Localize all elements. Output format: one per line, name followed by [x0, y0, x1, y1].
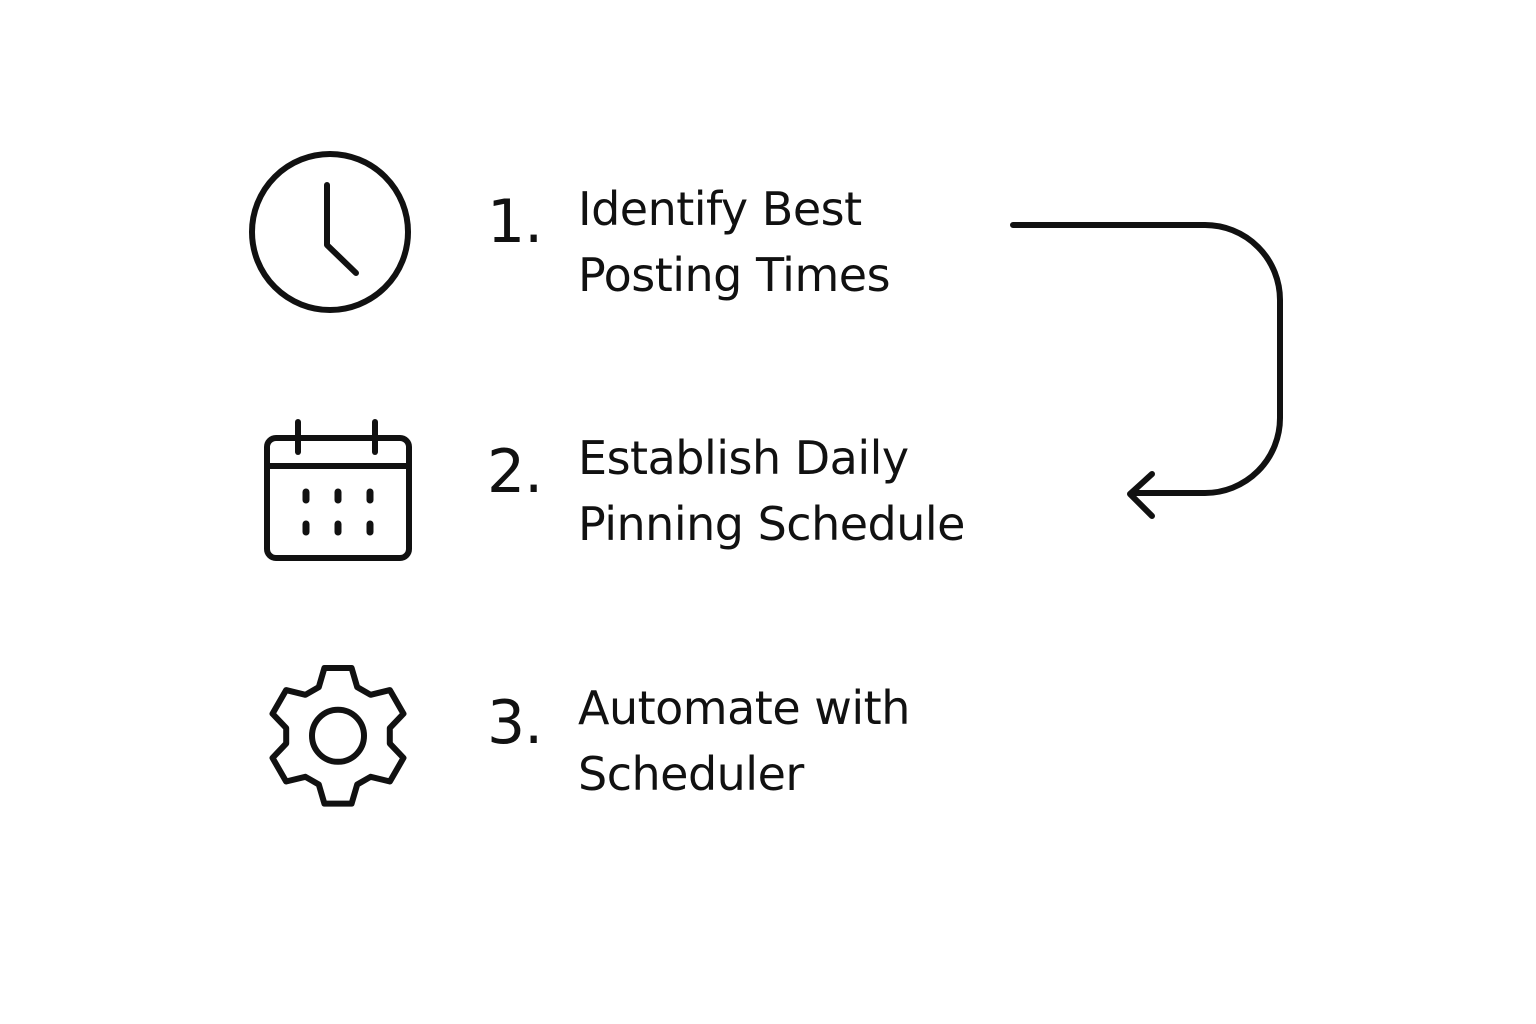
step-2-number: 2. — [487, 437, 543, 507]
step-1-number: 1. — [487, 187, 543, 257]
gear-icon — [269, 665, 407, 807]
step-1-label: Identify Best Posting Times — [578, 176, 891, 308]
step-2-label: Establish Daily Pinning Schedule — [578, 425, 965, 557]
clock-icon — [249, 151, 411, 313]
calendar-icon — [264, 419, 412, 561]
step-1-label-line-1: Identify Best — [578, 182, 862, 236]
step-3-label-line-2: Scheduler — [578, 747, 804, 801]
step-1-label-line-2: Posting Times — [578, 248, 891, 302]
step-2-label-line-1: Establish Daily — [578, 431, 909, 485]
connector-path — [1010, 222, 1283, 496]
step-2-label-line-2: Pinning Schedule — [578, 497, 965, 551]
connector-arrowhead — [1127, 471, 1155, 519]
step-3-label: Automate with Scheduler — [578, 675, 910, 807]
step-3-number: 3. — [487, 688, 543, 758]
step-3-label-line-1: Automate with — [578, 681, 910, 735]
